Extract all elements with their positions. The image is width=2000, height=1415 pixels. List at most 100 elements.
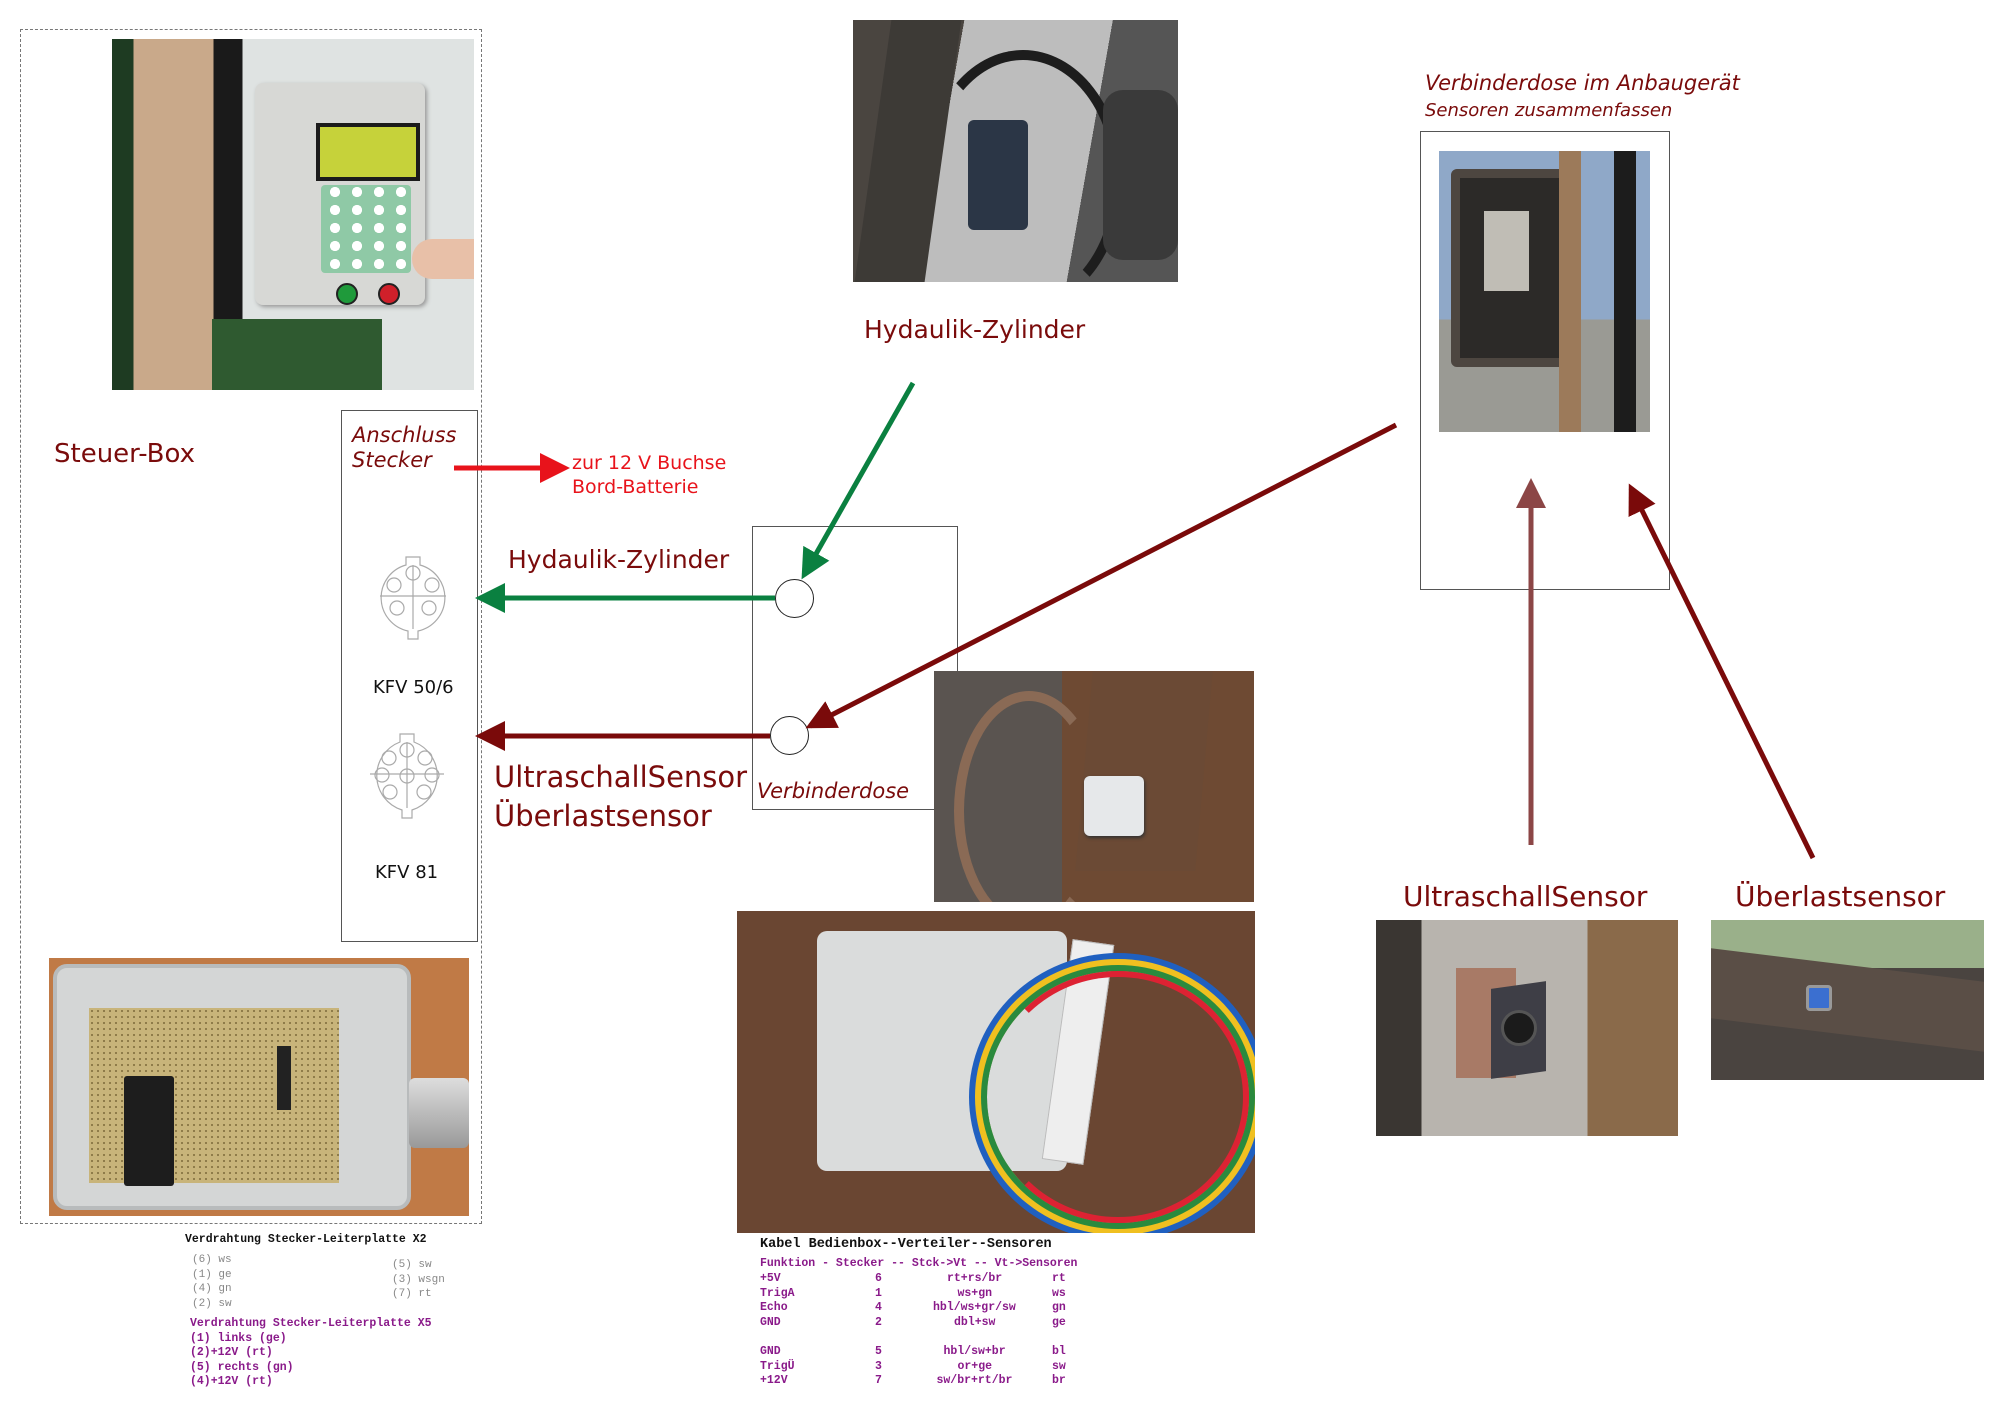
wiring-x5-row: (5) rechts (gn) [190, 1360, 294, 1374]
anbaugeraet-box [1420, 131, 1670, 590]
terminal-strip-photo [737, 911, 1255, 1233]
green-button-icon [336, 283, 358, 305]
wiring-x2-row: (6) ws [192, 1254, 232, 1266]
wiring-x2-row: (2) sw [192, 1297, 232, 1310]
cable-cell-stck-vt: hbl/ws+gr/sw [933, 1301, 1016, 1315]
verbinderdose-box [752, 526, 958, 810]
rusty-post [1559, 151, 1581, 432]
anbaugeraet-junction-photo [1439, 151, 1650, 432]
cable-cell-funktion: TrigÜ [760, 1359, 795, 1373]
cable-cell-funktion: GND [760, 1315, 781, 1329]
steel-bar [1711, 948, 1984, 1052]
cable-cell-funktion: GND [760, 1344, 781, 1358]
cable-cell-stck-vt: dbl+sw [954, 1315, 996, 1329]
cable-cell-vt-sensoren: ge [1052, 1315, 1066, 1329]
cable-table-title: Kabel Bedienbox--Verteiler--Sensoren [760, 1237, 1052, 1252]
hydraulic-connection-label: Hydaulik-Zylinder [508, 545, 730, 574]
cable-cell-stck-vt: ws+gn [957, 1286, 993, 1300]
cable-table-row: TrigÜ 3 or+ge sw [760, 1360, 1140, 1375]
cable-table-row: +12V 7 sw/br+rt/br br [760, 1374, 1140, 1389]
sensors-connection-line2: Überlastsensor [494, 799, 712, 833]
cable-table-row: TrigA 1 ws+gn ws [760, 1287, 1140, 1302]
wiring-x5-row: (4)+12V (rt) [190, 1375, 273, 1388]
cable-cell-stecker: 4 [875, 1301, 882, 1315]
cable-cell-vt-sensoren: ws [1052, 1286, 1066, 1300]
keypad [321, 185, 411, 273]
wiring-x2-row: (3) wsgn [392, 1273, 445, 1286]
power-label-line1: zur 12 V Buchse [572, 452, 727, 474]
cable-table-row [760, 1330, 1140, 1345]
bracket [212, 319, 382, 390]
junction-box-icon [1084, 776, 1144, 836]
cable-cell-vt-sensoren: sw [1052, 1359, 1066, 1373]
tyre [1103, 90, 1178, 260]
cable-cell-vt-sensoren: rt [1052, 1272, 1066, 1285]
steuer-box-region [20, 29, 482, 1224]
wiring-x2-row: (7) rt [392, 1288, 432, 1300]
control-box-photo [112, 39, 474, 390]
sensor-port[interactable] [770, 716, 809, 755]
connector-panel-title-line1: Anschluss [352, 423, 457, 447]
circuit-board-photo [49, 958, 469, 1216]
cable-table-row: GND 5 hbl/sw+br bl [760, 1345, 1140, 1360]
steuer-box-title: Steuer-Box [54, 439, 195, 469]
cable-cell-vt-sensoren: gn [1052, 1301, 1066, 1315]
cable-cell-funktion: +5V [760, 1272, 781, 1285]
cable-cell-funktion: Echo [760, 1301, 788, 1315]
kfv81-label: KFV 81 [375, 862, 439, 883]
kfv50-label: KFV 50/6 [373, 677, 454, 698]
terminal-block [277, 1046, 291, 1110]
cable-cell-vt-sensoren: br [1052, 1374, 1066, 1388]
ultrasonic-sensor-label: UltraschallSensor [1403, 880, 1648, 913]
cable-table-row: Echo 4 hbl/ws+gr/sw gn [760, 1301, 1140, 1316]
cable-cell-stecker: 7 [875, 1374, 882, 1388]
esp32-module [124, 1076, 174, 1186]
cable-cell-stecker: 3 [875, 1359, 882, 1373]
cable-table-row: +5V 6 rt+rs/br rt [760, 1272, 1140, 1287]
overload-sensor-photo [1711, 920, 1984, 1080]
connector-panel-title-line2: Stecker [352, 448, 432, 472]
inductive-sensor [1806, 985, 1832, 1011]
wiring-x2-row: (4) gn [192, 1283, 232, 1295]
cable-cell-funktion: +12V [760, 1374, 788, 1388]
connector-panel [341, 410, 478, 942]
metal-plate [1075, 671, 1213, 871]
lcd-display [316, 123, 420, 181]
hydraulic-photo-label: Hydaulik-Zylinder [864, 315, 1086, 344]
cable-table-header: Funktion - Stecker -- Stck->Vt -- Vt->Se… [760, 1257, 1078, 1270]
cable-cell-stecker: 5 [875, 1344, 882, 1358]
wiring-x2-left: (6) ws (1) ge (4) gn (2) sw [192, 1253, 232, 1311]
cable-table-row: GND 2 dbl+sw ge [760, 1316, 1140, 1331]
wires [987, 971, 1249, 1223]
cable-cell-vt-sensoren: bl [1052, 1344, 1066, 1358]
wiring-x2-title: Verdrahtung Stecker-Leiterplatte X2 [185, 1233, 427, 1246]
anbaugeraet-title-line2: Sensoren zusammenfassen [1425, 100, 1673, 121]
wiring-x2-right: (5) sw (3) wsgn (7) rt [392, 1258, 445, 1302]
wiring-x5: Verdrahtung Stecker-Leiterplatte X5 (1) … [190, 1317, 432, 1390]
cable-cell-stecker: 2 [875, 1315, 882, 1329]
verbinderdose-label: Verbinderdose [757, 779, 910, 803]
cable-cell-stck-vt: hbl/sw+br [943, 1344, 1006, 1358]
sensor-head [1501, 1010, 1537, 1046]
cable-cell-stecker: 6 [875, 1272, 882, 1285]
cable-cell-stck-vt: sw/br+rt/br [936, 1374, 1013, 1388]
sensor-inside [1484, 211, 1529, 291]
cable-cell-stck-vt: or+ge [957, 1359, 993, 1373]
wiring-x2-row: (5) sw [392, 1259, 432, 1271]
power-label-line2: Bord-Batterie [572, 476, 699, 498]
hydraulic-cylinder-photo [853, 20, 1178, 282]
anbaugeraet-title-line1: Verbinderdose im Anbaugerät [1425, 71, 1740, 95]
ultrasonic-sensor-photo [1376, 920, 1678, 1136]
wiring-x5-row: (2)+12V (rt) [190, 1346, 273, 1359]
hydraulic-port[interactable] [775, 579, 814, 618]
wiring-x2-row: (1) ge [192, 1268, 232, 1281]
wiring-x5-title: Verdrahtung Stecker-Leiterplatte X5 [190, 1317, 432, 1330]
cable-cell-stck-vt: rt+rs/br [947, 1272, 1003, 1285]
overload-sensor-label: Überlastsensor [1735, 880, 1946, 913]
sensors-connection-line1: UltraschallSensor [494, 760, 748, 794]
cable-cell-funktion: TrigA [760, 1286, 795, 1300]
junction-box-photo [934, 671, 1254, 902]
cable-cell-stecker: 1 [875, 1286, 882, 1300]
hose [923, 50, 1123, 282]
